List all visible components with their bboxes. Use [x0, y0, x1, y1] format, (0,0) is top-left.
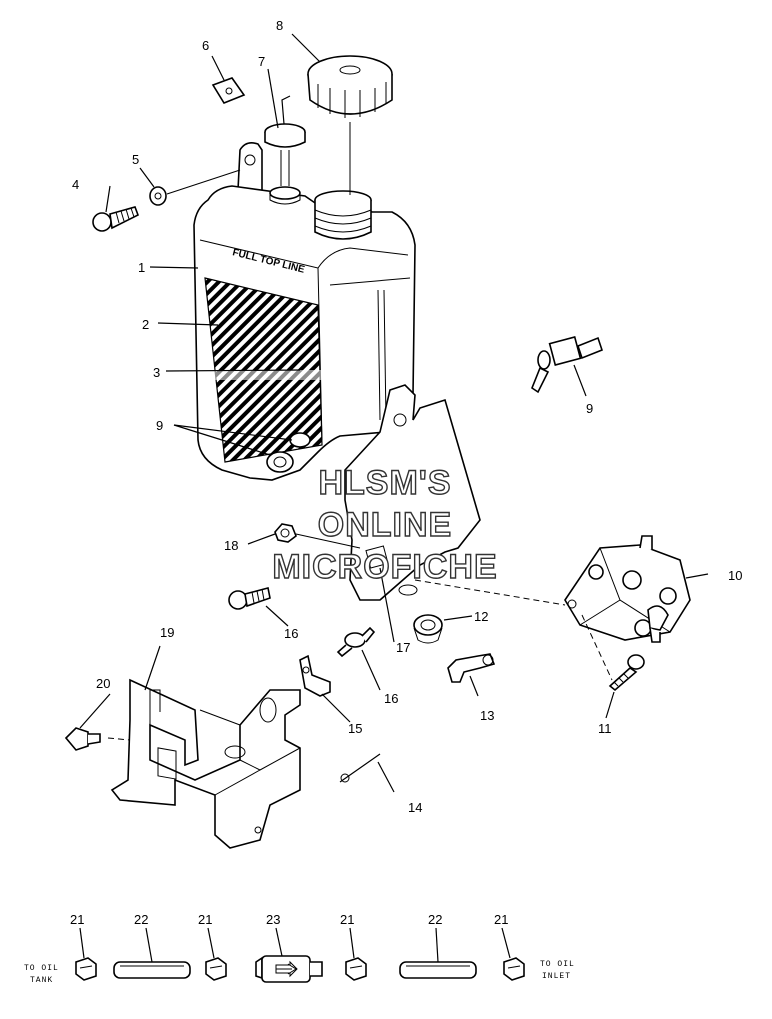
to-oil-inlet-label-1: TO OIL [540, 960, 575, 969]
clamp-21a [75, 957, 97, 981]
callout-7: 7 [258, 54, 265, 69]
washer-5 [149, 186, 167, 206]
callout-21b: 21 [198, 912, 212, 927]
callout-5: 5 [132, 152, 139, 167]
fitting-9 [266, 451, 294, 473]
callout-labels: 1 2 3 4 5 6 7 8 9 9 10 11 12 13 14 15 16… [24, 18, 742, 985]
oil-tank: FULL TOP LINE [193, 142, 481, 601]
watermark: HLSM'S ONLINE MICROFICHE [272, 463, 498, 586]
clamp-21b [205, 957, 227, 981]
clamp-21d [503, 957, 525, 981]
callout-21c: 21 [340, 912, 354, 927]
clip [211, 77, 246, 104]
callout-8: 8 [276, 18, 283, 33]
callout-2: 2 [142, 317, 149, 332]
callout-19: 19 [160, 625, 174, 640]
callout-21d: 21 [494, 912, 508, 927]
bolt-16b [336, 626, 376, 658]
bolt-20 [64, 727, 101, 751]
dipstick [264, 95, 306, 186]
callout-13: 13 [480, 708, 494, 723]
watermark-line-1: HLSM'S [318, 464, 451, 502]
watermark-line-2: ONLINE [318, 506, 452, 544]
callout-6: 6 [202, 38, 209, 53]
grommet-12 [413, 614, 443, 644]
callout-9b: 9 [586, 401, 593, 416]
bolt-16a [228, 587, 271, 610]
nut-18 [274, 523, 297, 543]
mounting-bracket [110, 678, 301, 849]
to-oil-tank-label-2: TANK [30, 976, 53, 985]
callout-10: 10 [728, 568, 742, 583]
callout-1: 1 [138, 260, 145, 275]
tank-cap [307, 55, 393, 195]
callout-17: 17 [396, 640, 410, 655]
callout-22a: 22 [134, 912, 148, 927]
elbow-fitting [447, 653, 496, 683]
callout-23: 23 [266, 912, 280, 927]
screw-11 [608, 654, 645, 692]
leader-lines [79, 33, 709, 963]
callout-3: 3 [153, 365, 160, 380]
to-oil-tank-label-1: TO OIL [24, 964, 59, 973]
callout-12: 12 [474, 609, 488, 624]
shutoff-valve [531, 336, 603, 394]
watermark-line-3: MICROFICHE [272, 548, 497, 586]
callout-11: 11 [598, 721, 612, 736]
callout-18: 18 [224, 538, 238, 553]
callout-16a: 16 [284, 626, 298, 641]
hose-22a [113, 961, 191, 979]
to-oil-inlet-label-2: INLET [542, 972, 571, 981]
clip-15 [299, 654, 331, 697]
callout-4: 4 [72, 177, 79, 192]
fuel-pump [564, 535, 691, 643]
hose-22b [399, 961, 477, 979]
callout-15: 15 [348, 721, 362, 736]
callout-16b: 16 [384, 691, 398, 706]
cable-tie [339, 753, 381, 783]
oil-line-assembly [75, 955, 525, 983]
filter-23 [255, 955, 323, 983]
callout-22b: 22 [428, 912, 442, 927]
callout-14: 14 [408, 800, 422, 815]
bolt-4 [92, 206, 140, 232]
callout-9a: 9 [156, 418, 163, 433]
callout-21a: 21 [70, 912, 84, 927]
callout-20: 20 [96, 676, 110, 691]
clamp-21c [345, 957, 367, 981]
